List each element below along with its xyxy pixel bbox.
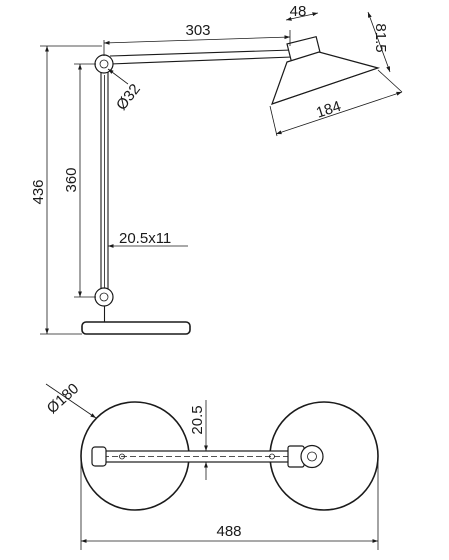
lamp-base-side xyxy=(81,321,191,335)
dimension-base-diameter: Ø180 xyxy=(44,380,97,419)
dimension-arm-width: 20.5 xyxy=(189,400,208,480)
joint-diameter-label: Ø32 xyxy=(113,81,144,114)
total-width-label: 488 xyxy=(216,523,241,540)
top-view: Ø180 20.5 488 xyxy=(44,380,379,550)
dimension-arm-height: 360 xyxy=(63,63,96,298)
dimension-shade-length: 184 xyxy=(269,69,403,137)
total-height-label: 436 xyxy=(30,179,47,204)
dimension-joint-diameter: Ø32 xyxy=(107,68,144,114)
lower-joint xyxy=(94,287,114,307)
arm-width-label: 20.5 xyxy=(189,405,206,434)
arm-height-label: 360 xyxy=(63,167,80,192)
base-diameter-label: Ø180 xyxy=(44,380,83,417)
dimension-total-height: 436 xyxy=(30,45,102,335)
shade-length-label: 184 xyxy=(314,98,343,122)
arm-profile-label: 20.5x11 xyxy=(119,230,171,247)
head-neck-label: 48 xyxy=(290,3,307,20)
arm-length-label: 303 xyxy=(185,22,210,39)
dimension-arm-profile: 20.5x11 xyxy=(108,230,188,248)
horizontal-arm xyxy=(109,49,293,65)
head-top xyxy=(287,444,324,469)
head-height-label: 81.5 xyxy=(372,23,389,52)
dimension-head-height: 81.5 xyxy=(367,11,391,73)
dimension-head-neck: 48 xyxy=(285,3,319,21)
dimension-arm-length: 303 xyxy=(103,22,291,56)
vertical-arm xyxy=(100,70,109,292)
lamp-head xyxy=(271,35,381,105)
dimension-total-width: 488 xyxy=(80,456,379,550)
side-view: 303 48 81.5 184 Ø32 360 xyxy=(30,3,403,335)
arm-top xyxy=(91,446,313,467)
